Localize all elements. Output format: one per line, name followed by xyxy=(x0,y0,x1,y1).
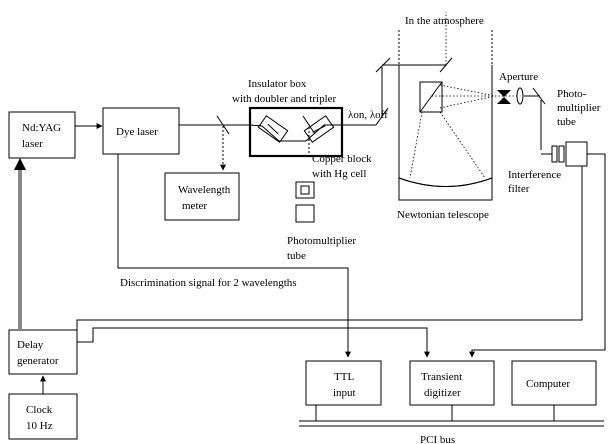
insulator-label-2: with doubler and tripler xyxy=(232,93,337,105)
delay-label-1: Delay xyxy=(17,339,44,351)
pmt-right-to-digitizer-line xyxy=(469,153,606,358)
dye-laser-box xyxy=(102,107,180,155)
dye-laser-label: Dye laser xyxy=(116,126,158,138)
telescope-ray-5 xyxy=(439,95,496,109)
discrimination-label: Discrimination signal for 2 wavelengths xyxy=(120,277,297,289)
trigger-arrow-head xyxy=(14,158,26,170)
hg-cell xyxy=(300,185,310,195)
discrimination-signal-line xyxy=(117,154,351,358)
interference-filter-1 xyxy=(551,145,558,163)
photomultiplier-mid-box xyxy=(295,204,315,223)
copper-label-1: Copper block xyxy=(312,153,372,165)
lens xyxy=(516,87,524,105)
newtonian-label: Newtonian telescope xyxy=(397,209,489,221)
interference-label-1: Interference xyxy=(508,169,561,181)
pmt-mid-label-2: tube xyxy=(287,250,306,262)
wavelength-meter-label-2: meter xyxy=(182,200,207,212)
telescope-ray-2 xyxy=(439,111,486,179)
aperture-label: Aperture xyxy=(499,71,538,83)
primary-mirror xyxy=(398,177,493,201)
copper-label-2: with Hg cell xyxy=(312,168,366,180)
delay-to-pmt-line xyxy=(76,166,583,330)
atmosphere-label: In the atmosphere xyxy=(405,15,484,27)
ndyag-label-1: Nd:YAG xyxy=(22,122,61,134)
aperture-top xyxy=(497,90,511,97)
doubler-crystal xyxy=(257,115,289,143)
aperture-bottom xyxy=(497,97,511,104)
telescope-ray-1 xyxy=(409,111,423,179)
primary-mirror-curve xyxy=(398,177,493,187)
telescope-ray-4 xyxy=(439,84,496,97)
ttl-label-2: input xyxy=(333,387,356,399)
pmt-right-label-3: tube xyxy=(557,116,576,128)
clock-box xyxy=(8,393,78,440)
lambda-label: λon, λoff xyxy=(348,109,388,121)
pmt-mid-label-1: Photomultiplier xyxy=(287,235,356,247)
transient-label-1: Transient xyxy=(421,371,462,383)
interference-label-2: filter xyxy=(508,183,530,195)
clock-label-1: Clock xyxy=(26,404,53,416)
right-mirror xyxy=(532,87,546,105)
pmt-right-label-1: Photo- xyxy=(557,88,587,100)
transient-label-2: digitizer xyxy=(424,387,461,399)
pci-bus-label: PCI bus xyxy=(420,434,455,444)
ndyag-label-2: laser xyxy=(22,138,43,150)
insulator-label-1: Insulator box xyxy=(248,78,307,90)
wavelength-meter-box xyxy=(164,172,240,221)
beam-inside-insulator xyxy=(249,124,342,142)
delay-to-digitizer-line xyxy=(77,327,430,358)
computer-label: Computer xyxy=(526,378,570,390)
ttl-input-box xyxy=(305,360,382,406)
computer-box xyxy=(511,360,597,406)
pmt-right-label-2: multiplier xyxy=(557,102,601,114)
photomultiplier-right-box xyxy=(565,141,588,167)
splitter-hg-cell xyxy=(302,115,316,135)
delay-label-2: generator xyxy=(17,355,59,367)
wavelength-meter-label-1: Wavelength xyxy=(178,184,231,196)
secondary-mirror-diagonal xyxy=(419,81,443,113)
ndyag-laser-box xyxy=(8,111,76,159)
ttl-label-1: TTL xyxy=(334,371,354,383)
delay-generator-box xyxy=(8,329,78,375)
interference-filter-2 xyxy=(558,145,565,163)
clock-label-2: 10 Hz xyxy=(26,420,53,432)
transient-digitizer-box xyxy=(409,360,495,406)
insulator-box xyxy=(248,106,344,158)
